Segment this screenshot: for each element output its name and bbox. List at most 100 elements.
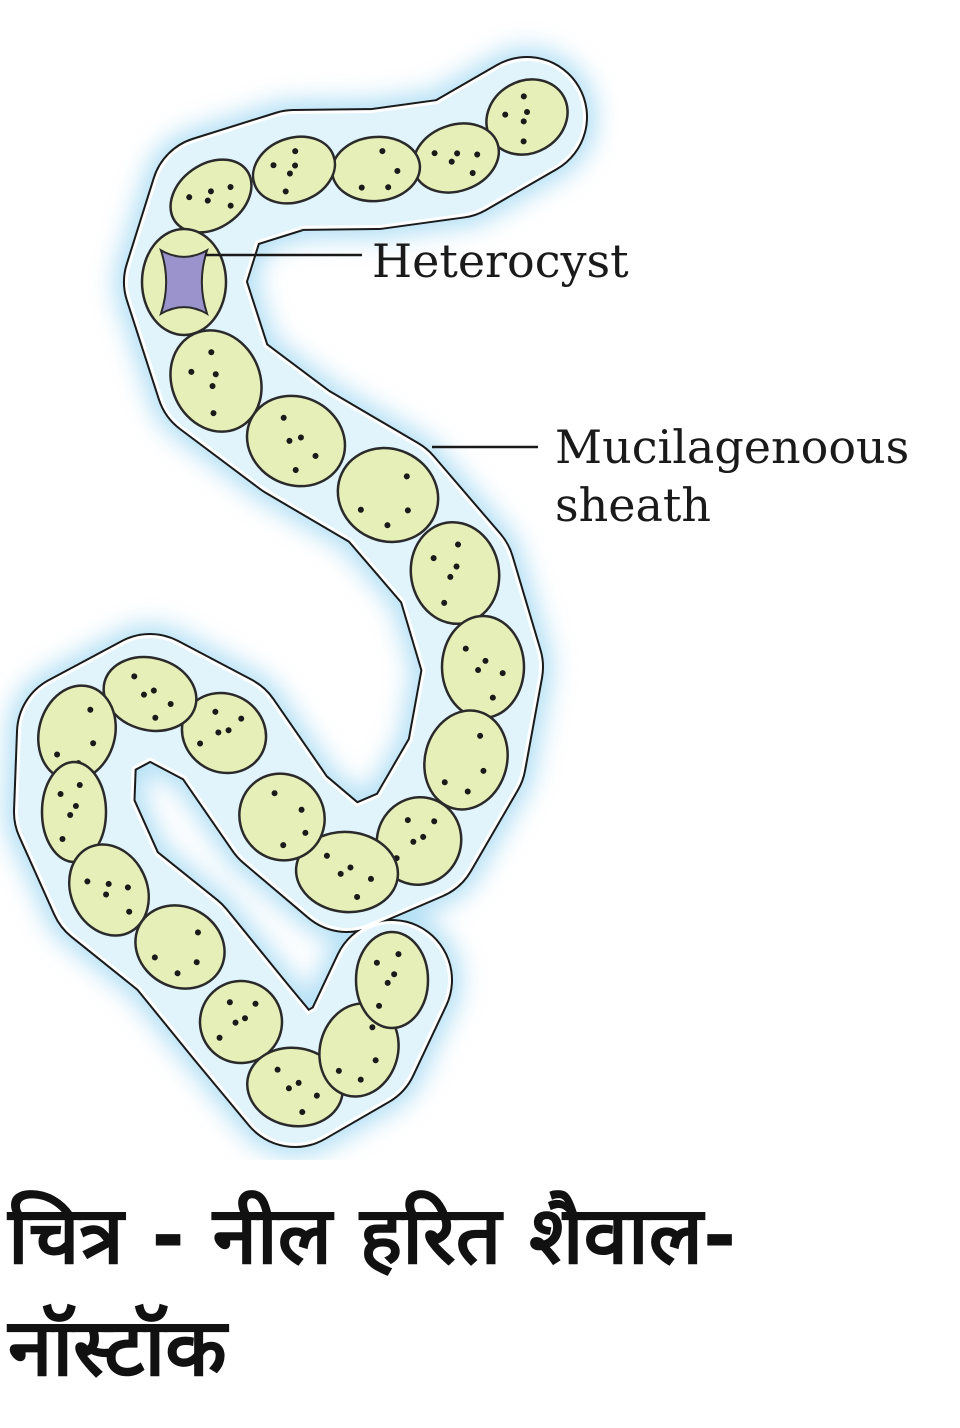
- cell-granule: [358, 184, 365, 191]
- cell-granule: [90, 740, 97, 747]
- cell-granule: [337, 870, 344, 877]
- cell-granule: [151, 954, 158, 961]
- cell-granule: [335, 1067, 342, 1074]
- cell-wall: [245, 1046, 345, 1128]
- cell-granule: [84, 878, 91, 885]
- cell-granule: [502, 111, 509, 118]
- cell-granule: [480, 767, 487, 774]
- cell-granule: [404, 817, 411, 824]
- cell-granule: [420, 833, 427, 840]
- cell-granule: [520, 138, 527, 145]
- cell-granule: [499, 670, 506, 677]
- cell-granule: [152, 714, 159, 721]
- cell-granule: [410, 838, 417, 845]
- cell-granule: [59, 836, 66, 842]
- vegetative-cell: [336, 446, 440, 544]
- cell-granule: [270, 162, 277, 169]
- cell-wall: [251, 135, 337, 205]
- cell-wall: [245, 394, 347, 488]
- figure-caption: चित्र - नील हरित शैवाल- नॉस्टॉक: [8, 1180, 948, 1404]
- cell-granule: [167, 701, 174, 708]
- cell-granule: [384, 522, 391, 529]
- cell-granule: [357, 1076, 364, 1083]
- cell-granule: [464, 788, 471, 795]
- cell-granule: [462, 645, 469, 652]
- cell-granule: [54, 751, 61, 758]
- cell-granule: [454, 150, 461, 157]
- heterocyst-cell: [140, 227, 228, 337]
- cell-granule: [295, 1079, 302, 1086]
- figure-caption-line1: चित्र - नील हरित शैवाल-: [8, 1189, 737, 1282]
- cell-granule: [299, 1109, 306, 1116]
- cell-granule: [285, 1085, 292, 1092]
- cell-granule: [194, 929, 201, 936]
- cell-granule: [140, 691, 147, 698]
- vegetative-cell: [134, 904, 226, 990]
- mucilaginous-sheath-label-line1: Mucilagenoous: [555, 420, 910, 474]
- cell-granule: [212, 371, 219, 378]
- cell-granule: [204, 197, 211, 204]
- cell-granule: [474, 151, 481, 158]
- cell-granule: [357, 506, 364, 513]
- cell-granule: [453, 563, 460, 570]
- cell-granule: [298, 806, 305, 813]
- cell-granule: [369, 1024, 376, 1031]
- cell-granule: [376, 1002, 383, 1009]
- vegetative-cell: [354, 930, 430, 1030]
- cell-granule: [430, 555, 437, 562]
- cell-granule: [124, 884, 131, 891]
- cell-granule: [403, 473, 410, 480]
- mucilaginous-sheath-label: Mucilagenoous sheath: [555, 418, 909, 534]
- vegetative-cell: [411, 122, 501, 194]
- cell-granule: [323, 852, 330, 859]
- cell-granule: [286, 170, 293, 177]
- vegetative-cell: [102, 655, 198, 733]
- cell-granule: [209, 383, 216, 390]
- cell-granule: [475, 667, 482, 674]
- cell-granule: [188, 368, 195, 375]
- vegetative-cell: [294, 830, 400, 914]
- cell-granule: [292, 466, 299, 473]
- cell-granule: [395, 951, 402, 958]
- cell-granule: [354, 893, 361, 900]
- cell-wall: [169, 329, 263, 433]
- cell-granule: [186, 194, 193, 201]
- cell-granule: [477, 732, 484, 739]
- cell-wall: [102, 655, 198, 733]
- vegetative-cell: [318, 1002, 400, 1098]
- cell-granule: [207, 188, 214, 195]
- cell-granule: [215, 729, 222, 736]
- cell-wall: [134, 904, 226, 990]
- vegetative-cell: [36, 684, 118, 782]
- cell-granule: [241, 1015, 248, 1022]
- cell-granule: [469, 169, 476, 176]
- cell-granule: [482, 657, 489, 664]
- cell-wall: [336, 446, 440, 544]
- cell-wall: [375, 795, 463, 887]
- vegetative-cell: [238, 772, 326, 862]
- heterocyst-label: Heterocyst: [372, 232, 629, 290]
- cell-granule: [373, 959, 380, 966]
- heterocyst-label-text: Heterocyst: [372, 234, 629, 288]
- cell-granule: [126, 908, 133, 915]
- cell-granule: [271, 790, 278, 797]
- cell-granule: [280, 414, 287, 421]
- cell-granule: [372, 1057, 379, 1064]
- cell-granule: [193, 959, 200, 966]
- cell-wall: [238, 772, 326, 862]
- cell-granule: [297, 434, 304, 441]
- cell-granule: [489, 694, 496, 701]
- cell-granule: [520, 93, 527, 100]
- cell-granule: [292, 162, 299, 169]
- cell-granule: [225, 727, 232, 734]
- cell-granule: [103, 891, 110, 898]
- cell-granule: [404, 507, 411, 514]
- cell-granule: [367, 875, 374, 882]
- cell-chain: [36, 78, 569, 1128]
- cell-granule: [431, 818, 438, 825]
- cell-granule: [131, 673, 138, 680]
- cell-granule: [212, 708, 219, 715]
- vegetative-cell: [198, 979, 284, 1065]
- cell-granule: [150, 687, 157, 694]
- cell-granule: [384, 979, 391, 986]
